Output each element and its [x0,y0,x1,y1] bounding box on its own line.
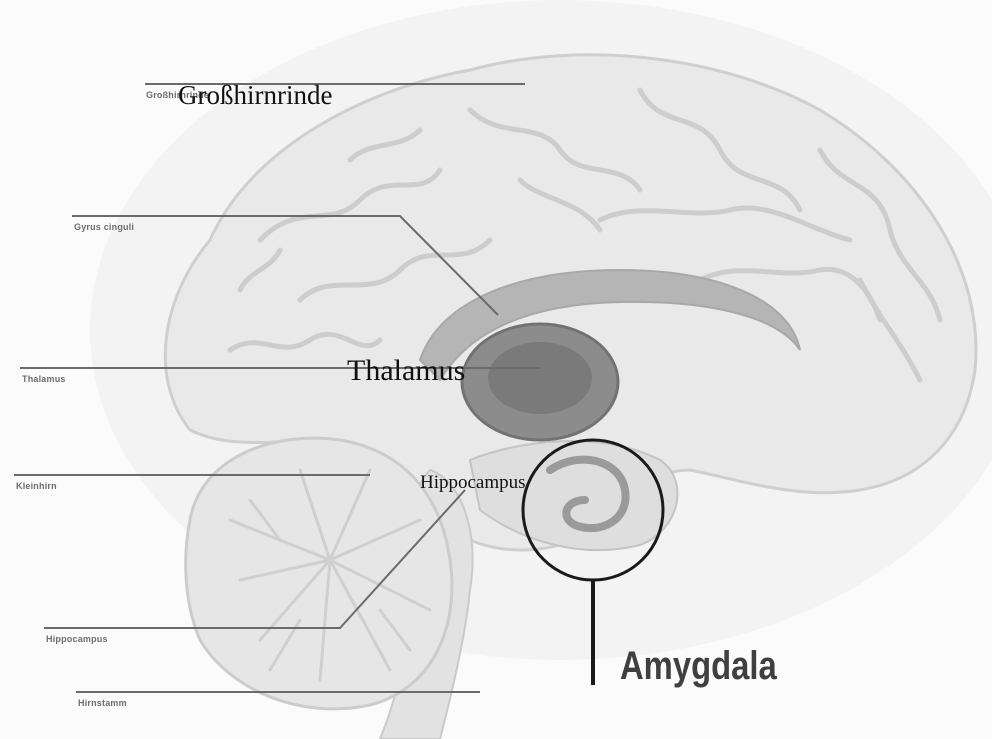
label-hirnstamm: Hirnstamm [78,698,127,708]
label-thalamus: Thalamus [347,354,465,388]
label-thalamus-small: Thalamus [22,374,66,384]
label-kleinhirn: Kleinhirn [16,481,57,491]
label-hippocampus-small: Hippocampus [46,634,108,644]
label-grosshirnrinde: Großhirnrinde [178,80,332,111]
label-gyrus: Gyrus cinguli [74,222,134,232]
label-amygdala: Amygdala [620,644,777,689]
label-hippocampus: Hippocampus [420,472,526,494]
